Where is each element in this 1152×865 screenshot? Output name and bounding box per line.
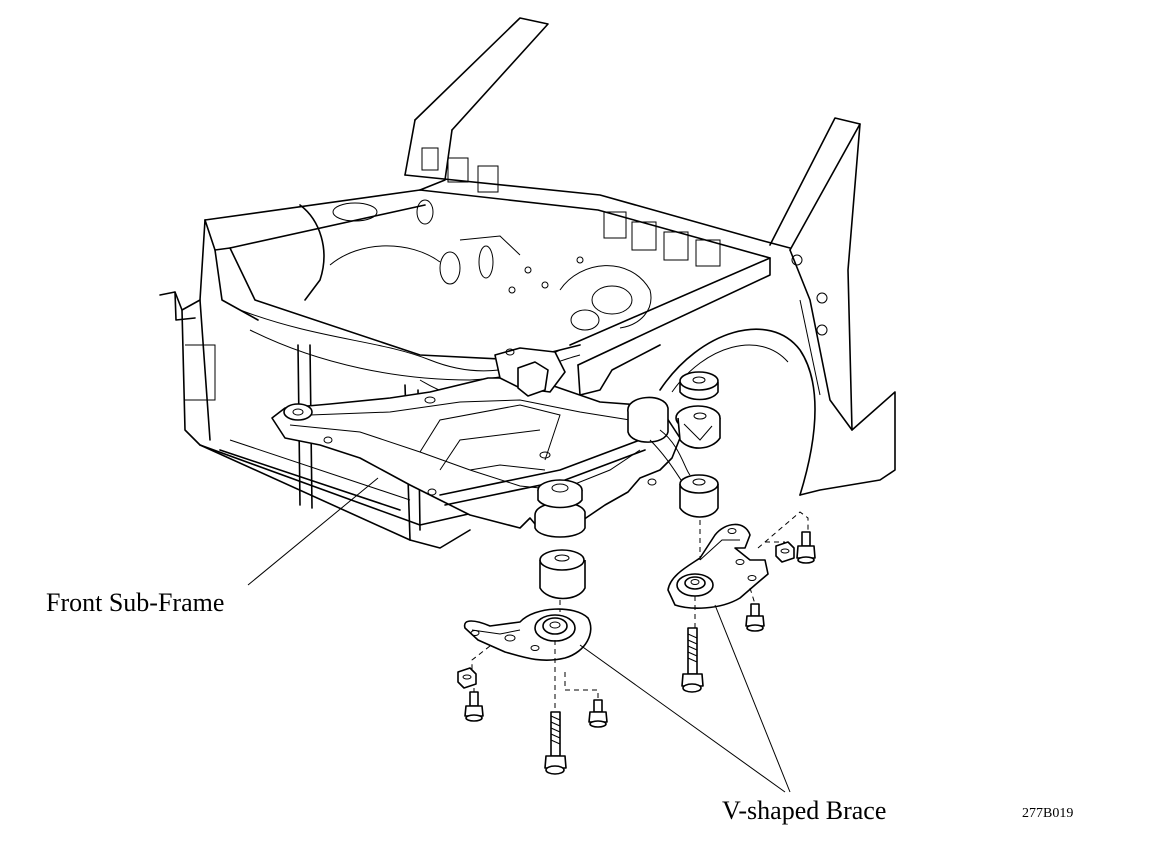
fasteners bbox=[457, 531, 816, 775]
bushing-rear-mid bbox=[679, 474, 719, 518]
front-sub-frame-label: Front Sub-Frame bbox=[46, 588, 225, 617]
bolt-short-left-b bbox=[588, 699, 608, 728]
loose-bushings bbox=[539, 371, 719, 600]
bolt-short-right-b bbox=[796, 531, 816, 564]
bolt-long-left bbox=[544, 711, 567, 775]
front-sub-frame-part bbox=[271, 347, 721, 538]
bolt-short-left-a bbox=[464, 691, 484, 722]
bolt-short-right-a bbox=[745, 603, 765, 632]
nut-left bbox=[457, 667, 477, 689]
v-shaped-brace-right bbox=[667, 523, 769, 609]
vehicle-body-outline bbox=[159, 17, 896, 549]
leader-brace-right bbox=[714, 604, 791, 793]
leader-lines bbox=[247, 477, 791, 793]
bushing-front-mid bbox=[539, 549, 586, 600]
v-shaped-brace-label: V-shaped Brace bbox=[722, 796, 887, 825]
v-shaped-brace-left bbox=[463, 608, 592, 661]
leader-brace-left bbox=[579, 644, 786, 793]
leader-front-sub-frame bbox=[247, 477, 379, 586]
bolt-long-right bbox=[681, 627, 704, 693]
figure-code-label: 277B019 bbox=[1022, 806, 1074, 821]
bushing-rear-top bbox=[679, 371, 719, 401]
nut-right bbox=[775, 541, 795, 563]
alignment-lines bbox=[471, 511, 809, 708]
